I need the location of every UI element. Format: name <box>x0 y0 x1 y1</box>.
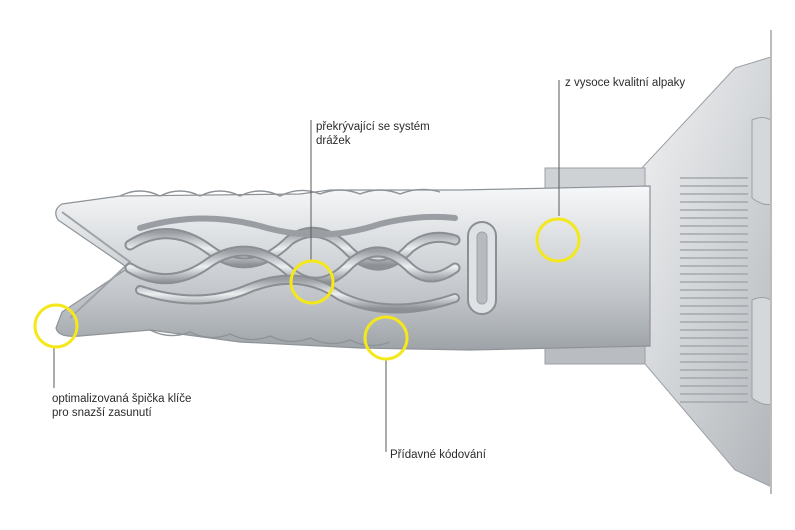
bow-emblem-bottom <box>751 297 770 405</box>
marker-groove <box>289 259 335 305</box>
top-bitting <box>119 188 441 197</box>
marker-alloy <box>535 217 581 263</box>
marker-tip <box>33 303 79 349</box>
bottom-bitting <box>149 329 391 347</box>
annotation-extra-line-1: Přídavné kódování <box>390 449 486 461</box>
annotation-tip-line-1: optimalizovaná špička klíče <box>52 393 192 405</box>
bow-emblem-top <box>751 117 770 205</box>
annotation-alloy: z vysoce kvalitní alpaky <box>565 76 685 90</box>
marker-extra <box>363 315 409 361</box>
annotation-extra-coding: Přídavné kódování <box>390 448 486 462</box>
leader-lines <box>53 80 560 452</box>
annotation-groove: překrývající se systém drážek <box>316 120 430 148</box>
bow-ribs <box>680 177 748 403</box>
annotation-groove-line-1: překrývající se systém <box>316 121 430 133</box>
annotation-groove-line-2: drážek <box>316 135 351 147</box>
annotation-alloy-line-1: z vysoce kvalitní alpaky <box>565 77 686 89</box>
highlight-markers <box>33 217 581 361</box>
annotation-tip-line-2: pro snazší zasunutí <box>52 407 152 419</box>
annotation-tip: optimalizovaná špička klíče pro snazší z… <box>52 392 191 420</box>
key-tip-notch <box>61 211 132 319</box>
blade-slot-inner <box>476 231 488 305</box>
groove-channels <box>124 213 461 314</box>
